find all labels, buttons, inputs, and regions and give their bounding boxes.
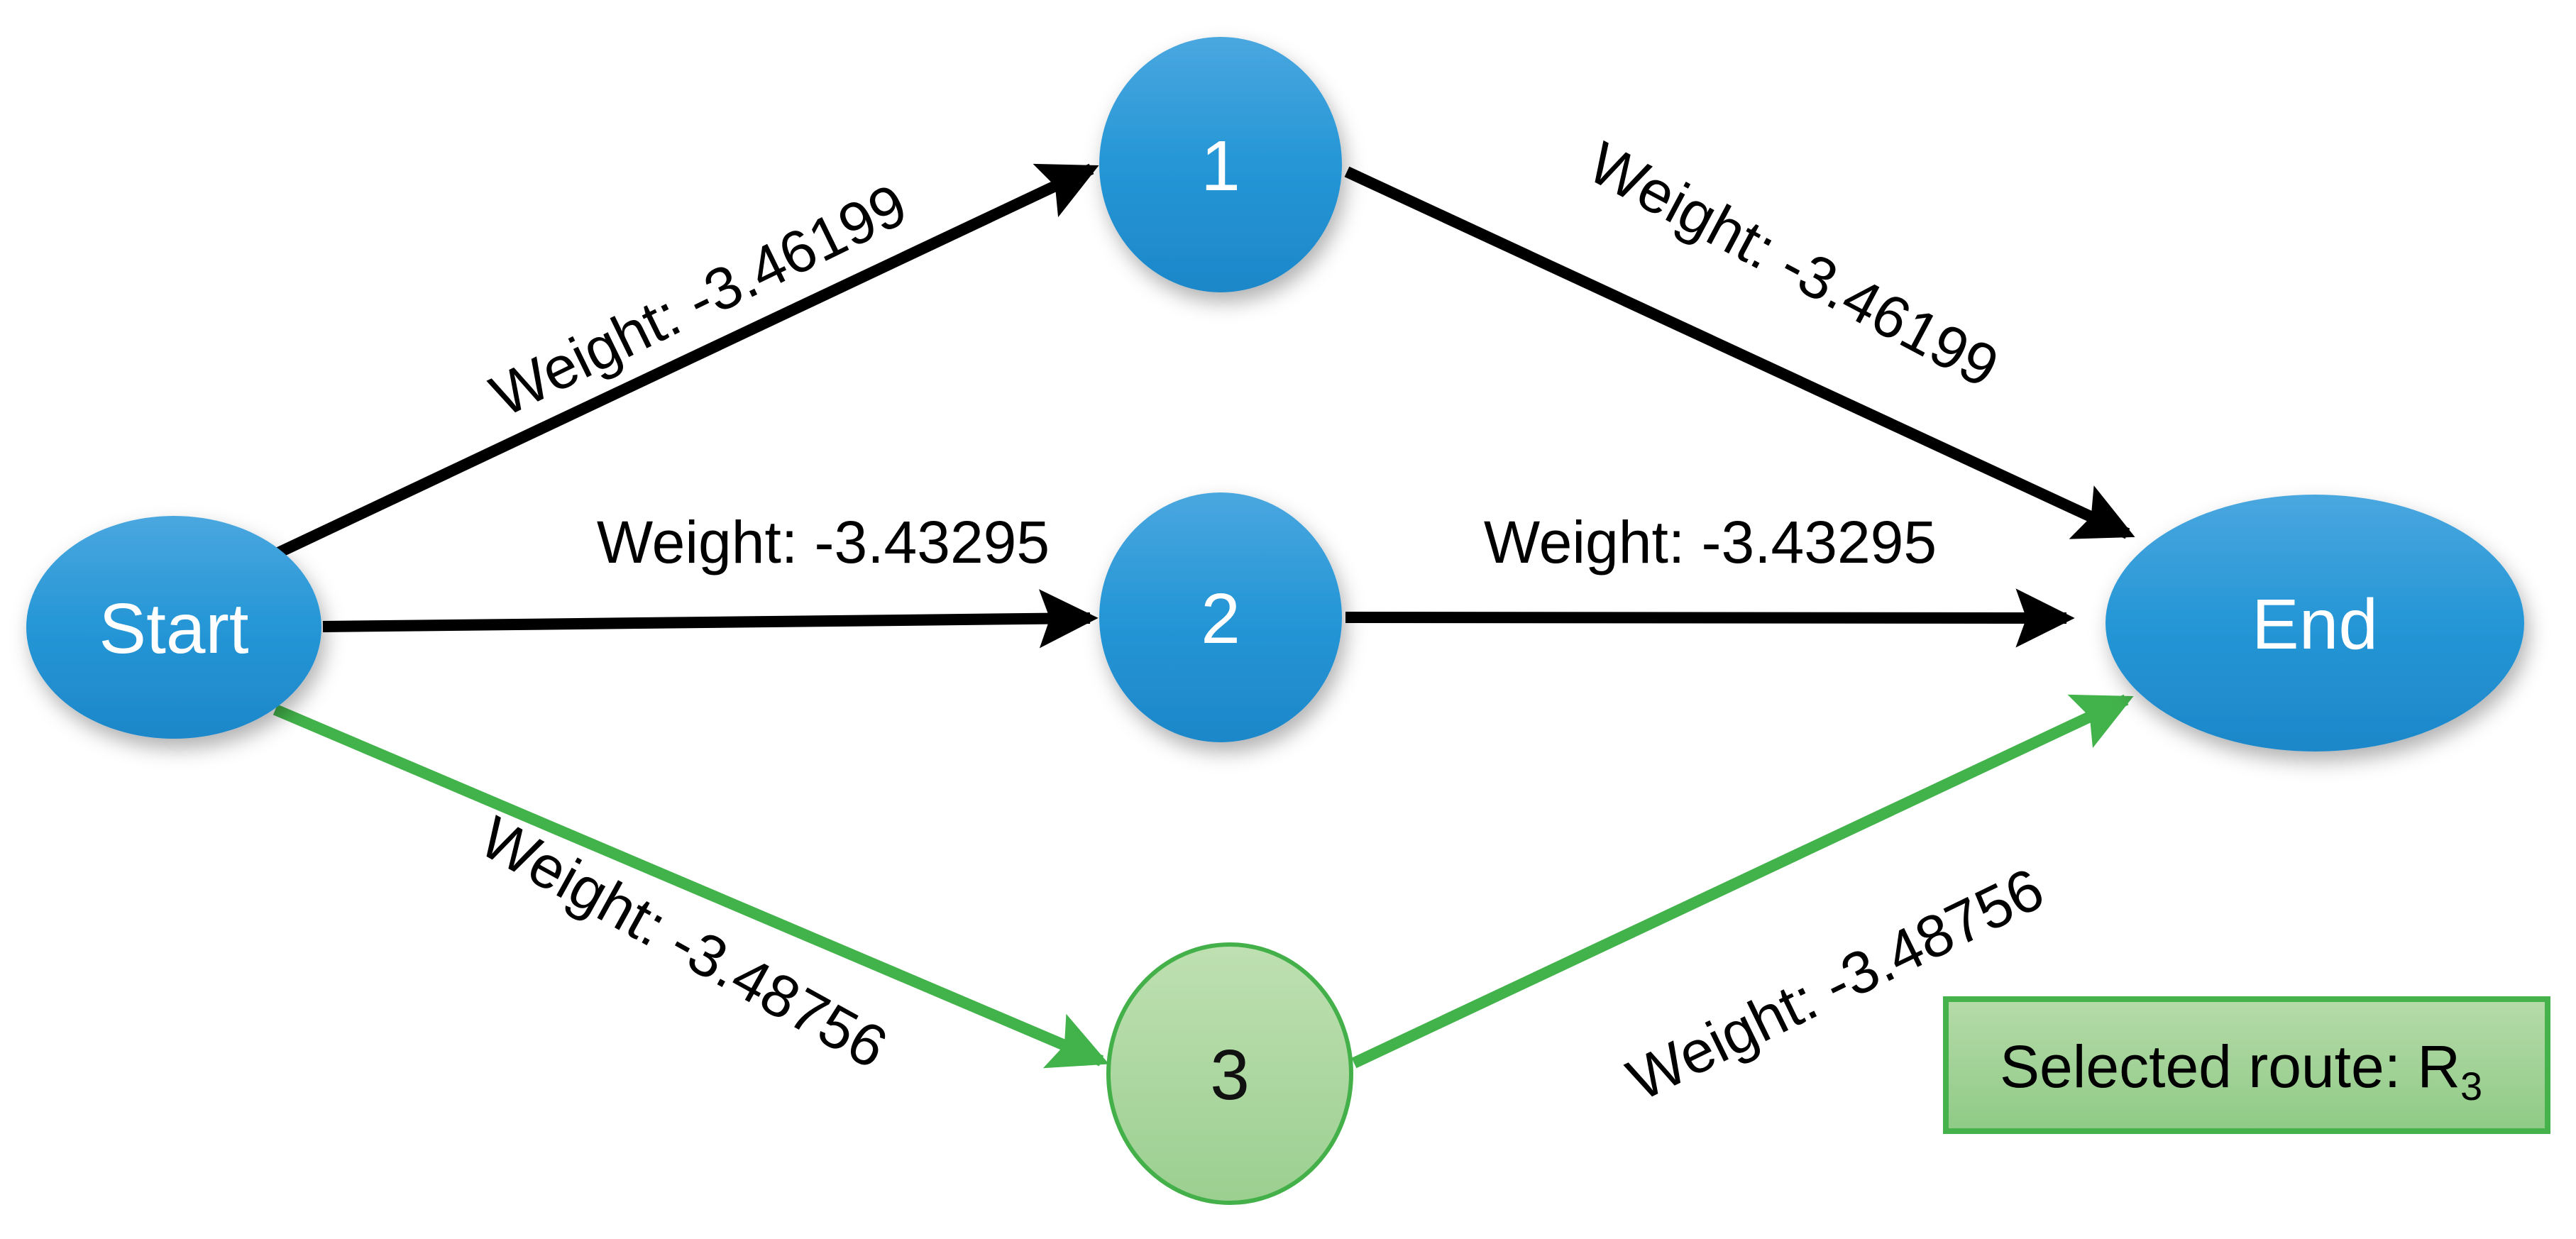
- edge-label-1-end: Weight: -3.46199: [1578, 129, 2010, 401]
- node-end-shape: [2106, 495, 2524, 751]
- edge-weight-text: Weight: -3.46199: [480, 171, 917, 429]
- node-start: Start: [26, 516, 321, 739]
- edge-label-start-2: Weight: -3.43295: [597, 509, 1050, 576]
- node-1: 1: [1099, 37, 1342, 292]
- selected-route-box-shape: [1943, 996, 2550, 1134]
- node-2-label: 2: [1201, 579, 1240, 659]
- edge-3-to-end-selected: [1351, 694, 2134, 1069]
- node-1-label: 1: [1201, 126, 1240, 206]
- selected-route-label-prefix: Selected route: R: [2000, 1033, 2460, 1100]
- node-2-shape: [1099, 492, 1342, 742]
- edge-label-2-end: Weight: -3.43295: [1484, 509, 1937, 576]
- node-3-shape: [1106, 942, 1353, 1205]
- edge-start-to-3-selected: [273, 704, 1109, 1069]
- edge-start-to-2: [322, 589, 1099, 649]
- edge-start-to-1: [274, 163, 1099, 559]
- selected-route-label-subscript: 3: [2460, 1064, 2482, 1108]
- edge-2-to-end: [1345, 588, 2075, 648]
- selected-route-box: Selected route: R3: [1943, 996, 2550, 1134]
- edge-weight-text: Weight: -3.43295: [1484, 509, 1937, 576]
- edge-weight-text: Weight: -3.43295: [597, 509, 1050, 576]
- selected-route-label: Selected route: R3: [2000, 1033, 2482, 1108]
- node-3-label: 3: [1210, 1035, 1250, 1115]
- node-start-shape: [26, 516, 321, 739]
- node-2: 2: [1099, 492, 1342, 742]
- edge-weight-text: Weight: -3.46199: [1578, 129, 2010, 401]
- node-start-label: Start: [99, 589, 248, 668]
- node-end: End: [2106, 495, 2524, 751]
- edge-label-start-1: Weight: -3.46199: [480, 171, 917, 429]
- node-1-shape: [1099, 37, 1342, 292]
- edge-1-to-end: [1344, 166, 2135, 539]
- node-3-selected: 3: [1106, 942, 1353, 1205]
- node-end-label: End: [2252, 585, 2378, 664]
